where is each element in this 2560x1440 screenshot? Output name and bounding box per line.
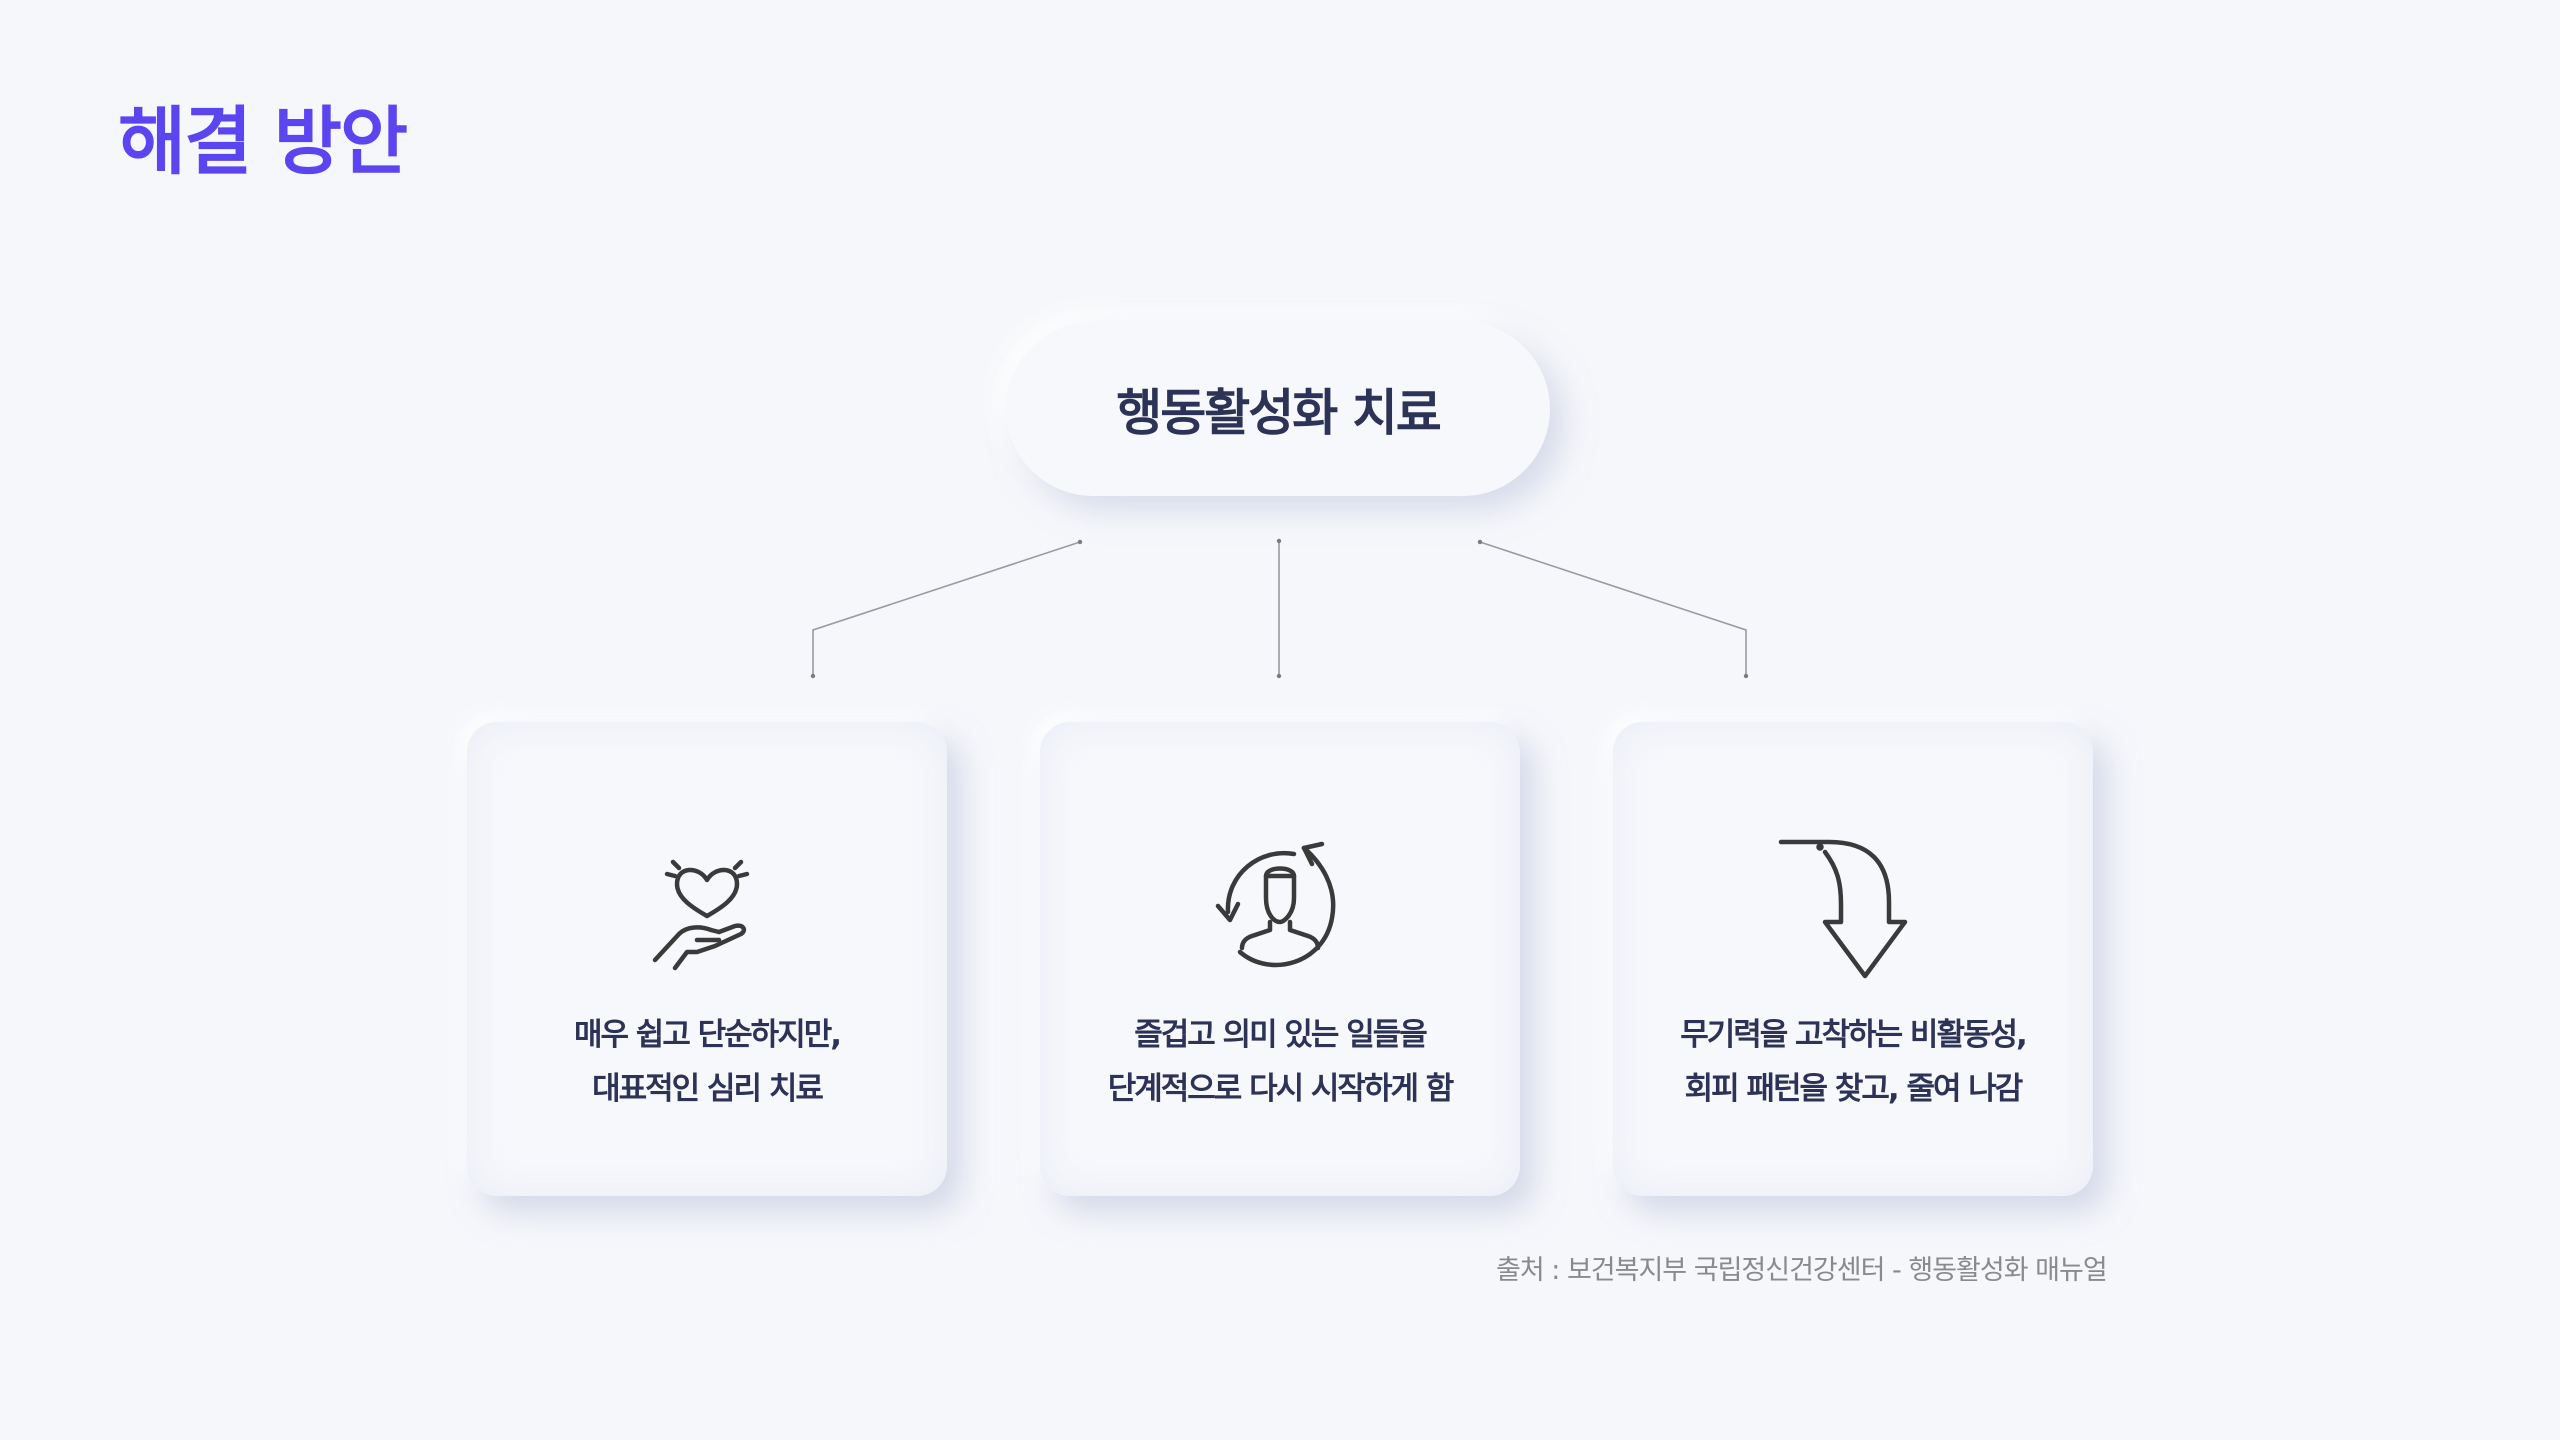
card-line-2: 회피 패턴을 찾고, 줄여 나감 [1684,1071,2024,1107]
heart-in-hand-icon [627,822,787,982]
card-description: 즐겁고 의미 있는 일들을 단계적으로 다시 시작하게 함 [1040,1008,1520,1116]
card-restart-activities: 즐겁고 의미 있는 일들을 단계적으로 다시 시작하게 함 [1040,722,1520,1196]
connector-right [1479,541,1747,676]
card-line-2: 대표적인 심리 치료 [592,1071,824,1107]
curved-down-arrow-icon [1773,822,1933,982]
card-line-1: 매우 쉽고 단순하지만, [573,1017,842,1053]
page-title: 해결 방안 [118,99,408,185]
root-node: 행동활성화 치료 [1006,322,1550,496]
card-line-2: 단계적으로 다시 시작하게 함 [1107,1071,1455,1107]
card-line-1: 즐겁고 의미 있는 일들을 [1134,1017,1428,1053]
root-node-label: 행동활성화 치료 [1116,384,1441,442]
card-description: 무기력을 고착하는 비활동성, 회피 패턴을 찾고, 줄여 나감 [1613,1008,2093,1116]
card-line-1: 무기력을 고착하는 비활동성, [1680,1017,2028,1053]
connector-left [812,541,1081,676]
card-description: 매우 쉽고 단순하지만, 대표적인 심리 치료 [467,1008,947,1116]
person-cycle-icon [1200,822,1360,982]
card-easy-simple-therapy: 매우 쉽고 단순하지만, 대표적인 심리 치료 [467,722,947,1196]
card-reduce-avoidance: 무기력을 고착하는 비활동성, 회피 패턴을 찾고, 줄여 나감 [1613,722,2093,1196]
source-citation: 출처 : 보건복지부 국립정신건강센터 - 행동활성화 매뉴얼 [1496,1255,2108,1286]
